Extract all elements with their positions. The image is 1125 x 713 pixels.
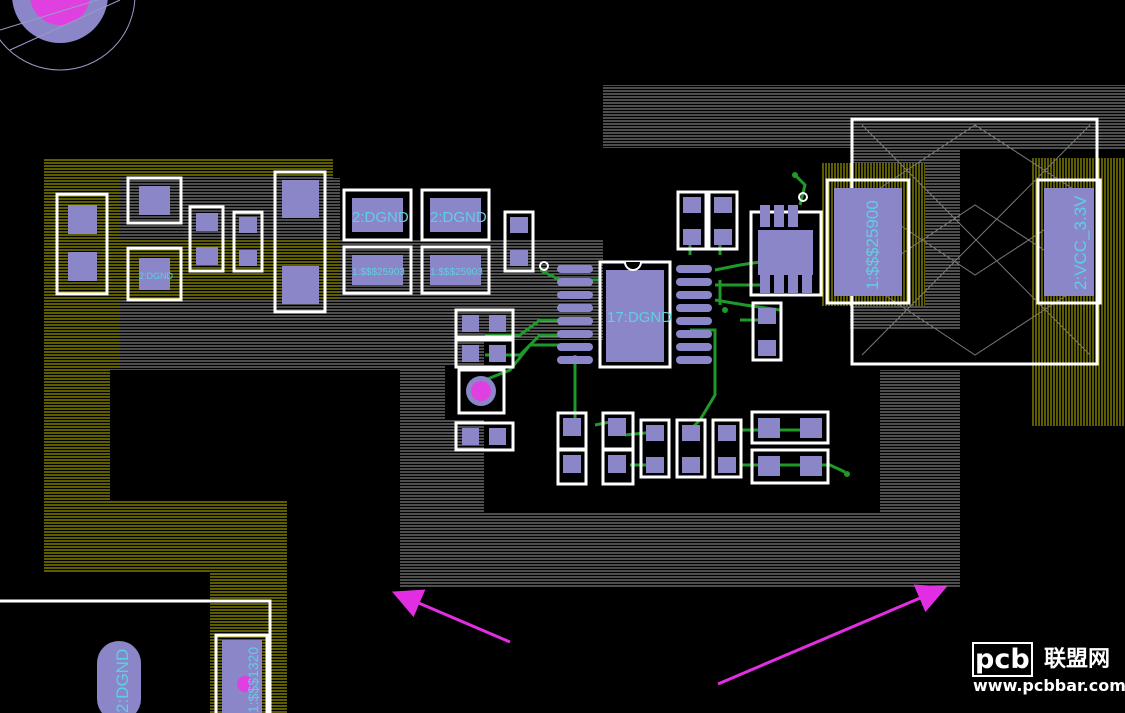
annotation-arrows [391, 584, 948, 686]
arrow-left [391, 589, 511, 644]
label-dgnd-a: 2:DGND [352, 209, 409, 226]
watermark-brand: pcb [972, 642, 1035, 677]
arrow-right [717, 584, 948, 686]
label-dgnd-small: 2:DGND [139, 271, 174, 281]
mounting-hole-top-left [0, 0, 136, 71]
label-dgnd-b: 2:DGND [430, 209, 487, 226]
label-bottom-rect: 1:$$$1320 [245, 647, 261, 713]
pad-labels: 2:DGND 2:DGND 2:DGND 1:$$$25903 1:$$$259… [113, 195, 1090, 713]
label-ic-center: 17:DGND [607, 309, 672, 326]
label-net-b: 1:$$$25903 [430, 267, 483, 278]
label-cap-large-left: 1:$$$25900 [863, 200, 882, 290]
watermark-url: www.pcbbar.com [973, 676, 1125, 695]
watermark-cn: 联盟网 [1044, 647, 1111, 672]
components [0, 170, 1102, 713]
label-bottom-oval: 2:DGND [113, 649, 132, 713]
label-cap-large-right: 2:VCC_3.3V [1071, 195, 1090, 290]
label-net-a: 1:$$$25903 [352, 267, 405, 278]
